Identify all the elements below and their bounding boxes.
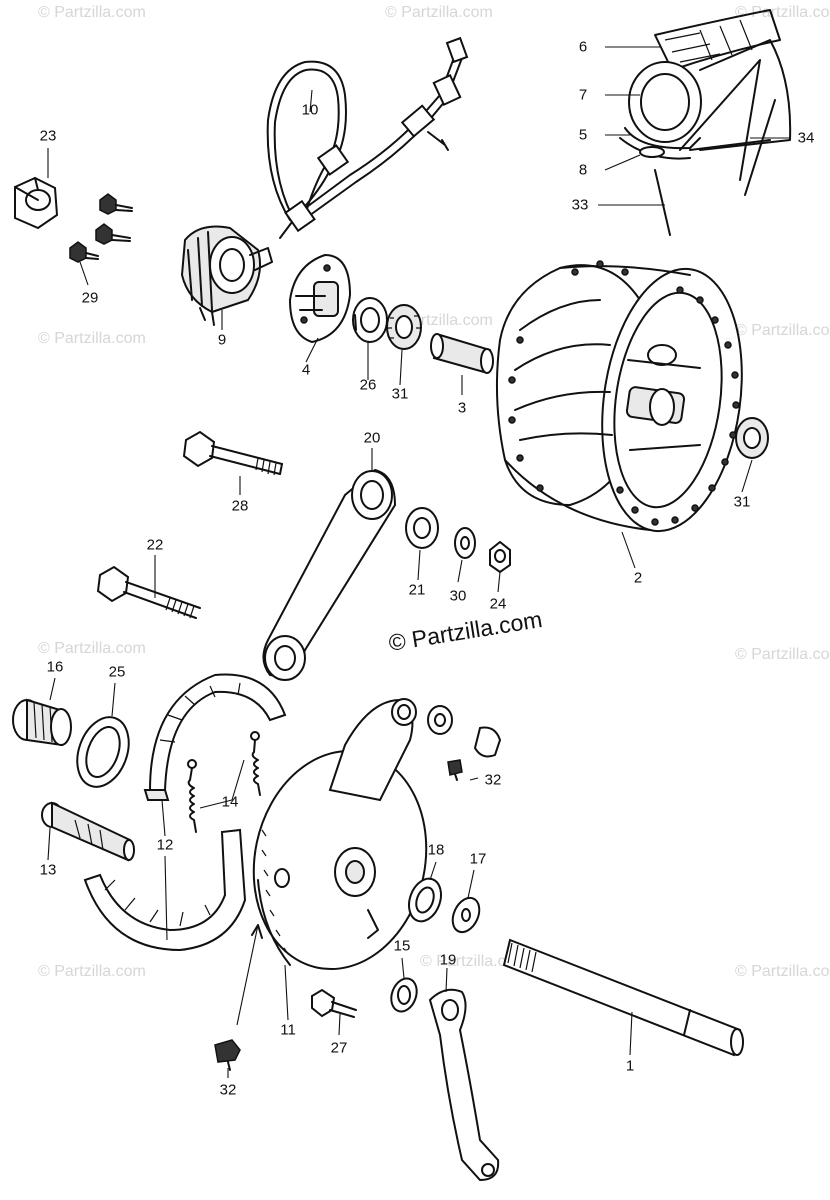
brake-shoe-upper <box>143 673 287 801</box>
watermark: © Partzilla.com <box>735 4 830 21</box>
callout-5: 5 <box>578 126 588 144</box>
bearing-31-upper <box>386 304 422 350</box>
callout-17: 17 <box>469 850 487 868</box>
callout-12: 12 <box>156 836 174 854</box>
bolt-32-upper <box>427 705 502 781</box>
callout-28: 28 <box>231 497 249 515</box>
gear-retainer-plate <box>288 253 352 344</box>
callout-20: 20 <box>363 429 381 447</box>
callout-30: 30 <box>449 587 467 605</box>
watermark: © Partzilla.com <box>735 963 830 980</box>
callout-1: 1 <box>625 1057 635 1075</box>
dust-seal-25 <box>76 716 130 788</box>
leader-lines <box>47 46 790 1078</box>
nut-24 <box>489 540 511 574</box>
speedometer-cable <box>266 36 469 239</box>
callout-21: 21 <box>408 581 426 599</box>
callout-10: 10 <box>301 101 319 119</box>
bolt-28 <box>182 430 283 476</box>
callout-4: 4 <box>301 361 311 379</box>
watermark: © Partzilla.com <box>38 963 146 980</box>
torque-link <box>262 468 397 681</box>
callout-16: 16 <box>46 658 64 676</box>
washer-17 <box>451 896 481 934</box>
callout-19: 19 <box>439 951 457 969</box>
callout-31-lower: 31 <box>733 493 751 511</box>
bearing-31-lower <box>735 417 769 459</box>
bolt-27 <box>311 988 357 1018</box>
nut-23 <box>14 176 59 230</box>
callout-32-upper: 32 <box>484 771 502 789</box>
callout-34: 34 <box>797 129 815 147</box>
callout-9: 9 <box>217 331 227 349</box>
washer-30 <box>454 527 476 559</box>
callout-24: 24 <box>489 595 507 613</box>
callout-29: 29 <box>81 289 99 307</box>
callout-8: 8 <box>578 161 588 179</box>
callout-18: 18 <box>427 841 445 859</box>
callout-6: 6 <box>578 38 588 56</box>
watermark: © Partzilla.com <box>38 640 146 657</box>
callout-15: 15 <box>393 937 411 955</box>
watermark: © Partzilla.com <box>38 330 146 347</box>
brake-shoe-lower <box>83 828 247 952</box>
bolt-22 <box>96 565 201 619</box>
callout-3: 3 <box>457 399 467 417</box>
callout-14: 14 <box>221 793 239 811</box>
callout-11: 11 <box>280 1021 296 1039</box>
brake-panel <box>252 698 428 971</box>
washer-15 <box>390 977 418 1013</box>
brake-arm <box>428 988 500 1182</box>
callout-13: 13 <box>39 861 57 879</box>
callout-26: 26 <box>359 376 377 394</box>
watermark: © Partzilla.com <box>735 322 830 339</box>
small-bolts <box>69 193 133 263</box>
watermark: © Partzilla.com <box>38 4 146 21</box>
brake-cam <box>41 801 135 862</box>
callout-22: 22 <box>146 536 164 554</box>
callout-27: 27 <box>330 1039 348 1057</box>
seal-18 <box>408 877 442 923</box>
callout-7: 7 <box>578 86 588 104</box>
bearing-26 <box>352 297 388 343</box>
watermark: © Partzilla.com <box>385 4 493 21</box>
speedometer-gearbox <box>180 225 273 326</box>
collar-16 <box>12 698 72 747</box>
axle <box>502 938 744 1057</box>
callout-23: 23 <box>39 127 57 145</box>
bearing-21 <box>405 507 439 549</box>
axle-spacer <box>430 333 494 374</box>
arrow-icon <box>251 924 263 939</box>
rim-detail <box>619 9 792 236</box>
bolt-32-lower <box>214 1039 241 1071</box>
watermark: © Partzilla.com <box>735 646 830 663</box>
watermark: © Partzilla.com <box>420 953 528 970</box>
callout-32-lower: 32 <box>219 1081 237 1099</box>
callout-33: 33 <box>571 196 589 214</box>
shoe-springs <box>187 731 261 833</box>
wheel-hub <box>495 260 743 533</box>
callout-31-upper: 31 <box>391 385 409 403</box>
callout-25: 25 <box>108 663 126 681</box>
callout-2: 2 <box>633 569 643 587</box>
